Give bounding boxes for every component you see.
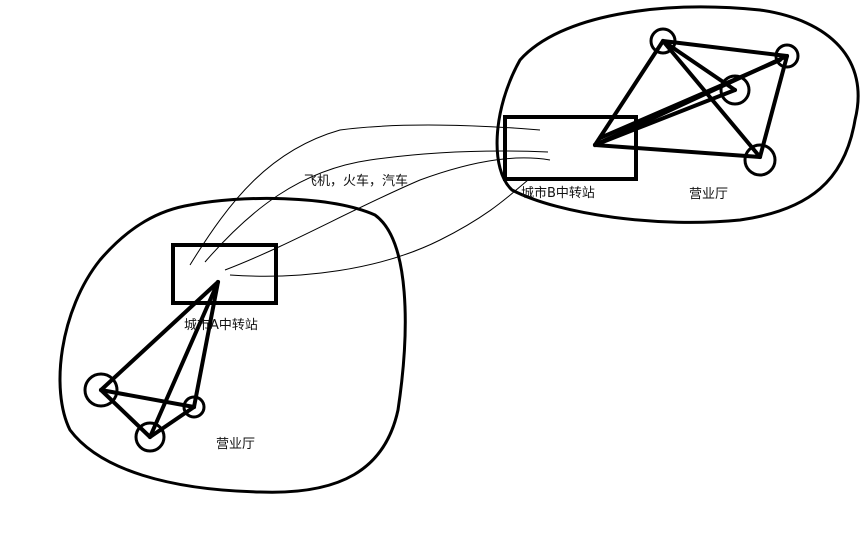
city-a-network — [99, 280, 220, 439]
city-b-network — [593, 39, 789, 159]
transport-route — [204, 150, 549, 263]
transport-label: 飞机，火车，汽车 — [304, 174, 409, 189]
transport-route — [189, 124, 541, 266]
office-node — [719, 74, 751, 106]
city-b-hub-label: 城市B中转站 — [521, 186, 595, 201]
office-node — [134, 421, 166, 453]
transport-routes — [189, 124, 551, 277]
office-node — [182, 395, 206, 419]
city-b-office-label: 营业厅 — [689, 187, 729, 202]
office-node — [743, 143, 777, 177]
city-a-hub-box — [171, 243, 278, 305]
office-node — [83, 372, 119, 408]
transport-route — [224, 157, 551, 271]
city-a-office-nodes — [83, 372, 206, 453]
city-b-region — [495, 5, 860, 224]
office-node — [649, 27, 677, 55]
office-node — [774, 43, 800, 69]
transport-route — [229, 179, 529, 277]
city-b-office-nodes — [649, 27, 800, 177]
city-a-office-label: 营业厅 — [216, 437, 256, 452]
city-a-hub-label: 城市A中转站 — [184, 318, 258, 333]
city-a-region — [58, 196, 407, 494]
